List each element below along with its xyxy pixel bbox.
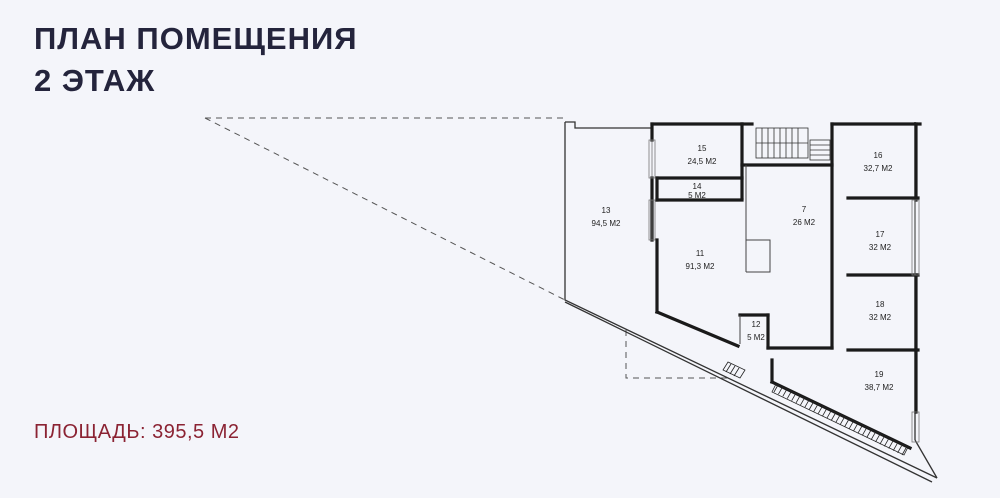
room-18-number: 18 — [876, 300, 885, 309]
hatch-tick — [861, 428, 867, 436]
room-14-number: 14 — [693, 182, 702, 191]
hatch-tick — [782, 389, 788, 397]
hatch-tick — [892, 443, 898, 451]
room-19-number: 19 — [875, 370, 884, 379]
hatch-tick — [800, 397, 805, 406]
hatch-tick — [866, 430, 872, 438]
windows — [648, 139, 920, 443]
title-line-1: ПЛАН ПОМЕЩЕНИЯ — [34, 21, 358, 56]
hatch-tick — [817, 406, 823, 414]
room-13-area: 94,5 М2 — [592, 219, 621, 228]
room-11-area: 91,3 М2 — [686, 262, 715, 271]
hatch-tick — [835, 415, 841, 423]
room-18-area: 32 М2 — [869, 313, 892, 322]
room-15-area: 24,5 М2 — [688, 157, 717, 166]
hatch-tick — [839, 417, 845, 425]
hatch-tick — [888, 441, 894, 449]
diagonal-hatching-ticks — [773, 384, 907, 456]
room-14-area: 5 М2 — [688, 191, 706, 200]
room-17-number: 17 — [876, 230, 885, 239]
hatch-tick — [883, 439, 889, 447]
room-7-area: 26 М2 — [793, 218, 816, 227]
hatch-tick — [844, 419, 849, 427]
hatch-tick — [848, 421, 854, 430]
room-11-number: 11 — [696, 249, 705, 258]
hatch-tick — [795, 395, 801, 404]
hatch-tick — [853, 423, 858, 432]
total-area-label: ПЛОЩАДЬ: 395,5 М2 — [34, 421, 240, 443]
hatch-tick — [857, 426, 863, 434]
room-16-area: 32,7 М2 — [864, 164, 893, 173]
room-16-number: 16 — [874, 151, 883, 160]
hatch-tick — [786, 391, 792, 399]
hatch-tick — [875, 434, 880, 443]
hatch-tick — [778, 386, 783, 395]
diagonal-hatching — [722, 361, 909, 456]
hatch-tick — [879, 436, 885, 445]
room-15-number: 15 — [698, 144, 707, 153]
room-labels: 13 94,5 М2 15 24,5 М2 14 5 М2 11 91,3 М2… — [592, 144, 894, 392]
hatch-tick — [831, 413, 836, 421]
staircase — [755, 127, 831, 161]
hatch-tick — [826, 410, 832, 419]
hatch-tick — [897, 445, 902, 454]
room-7-number: 7 — [802, 205, 807, 214]
thick-walls — [650, 122, 922, 451]
hatch-tick — [773, 384, 779, 393]
page-title: ПЛАН ПОМЕЩЕНИЯ 2 ЭТАЖ — [34, 18, 358, 102]
room-13-number: 13 — [602, 206, 611, 215]
title-line-2: 2 ЭТАЖ — [34, 63, 156, 98]
room-17-area: 32 М2 — [869, 243, 892, 252]
room-19-area: 38,7 М2 — [865, 383, 894, 392]
hatch-tick — [870, 432, 876, 440]
hatch-tick — [822, 408, 827, 417]
room-12-number: 12 — [752, 320, 761, 329]
thin-walls — [739, 165, 771, 344]
hatch-tick — [901, 447, 907, 456]
hatch-tick — [791, 393, 797, 401]
hatch-tick — [808, 402, 814, 410]
hatch-tick — [813, 404, 819, 412]
hatch-tick — [804, 400, 810, 408]
perspective-guides — [204, 117, 732, 379]
room-12-area: 5 М2 — [747, 333, 765, 342]
